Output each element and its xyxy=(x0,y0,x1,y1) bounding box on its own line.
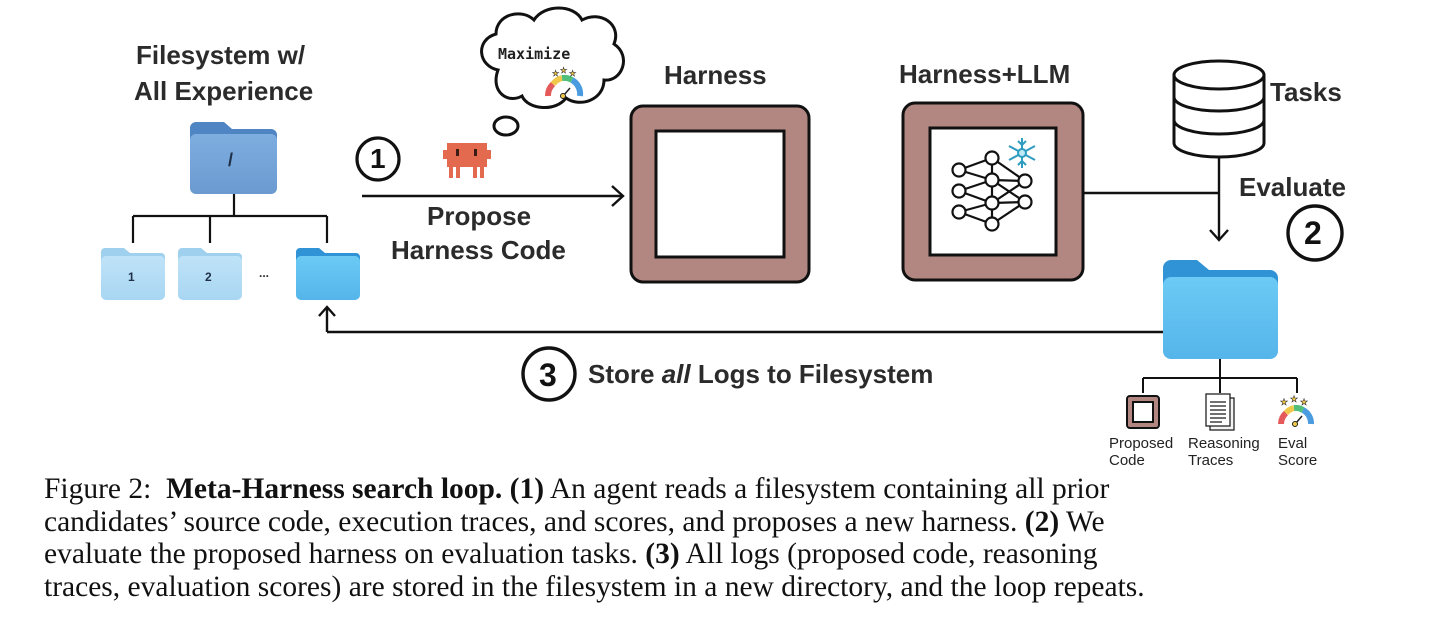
step-3-number: 3 xyxy=(539,357,557,393)
caption-step-3: (3) xyxy=(645,538,680,570)
step-1-circle xyxy=(355,136,401,182)
log-item-label-line1: Reasoning xyxy=(1188,435,1260,452)
root-folder-label: / xyxy=(228,150,234,170)
store-arrow xyxy=(318,305,1163,334)
caption-title: Meta-Harness search loop. xyxy=(166,473,503,505)
caption-step-1: (1) xyxy=(509,473,545,505)
proposed-code-icon xyxy=(1126,395,1160,429)
caption-line-4: traces, evaluation scores) are stored in… xyxy=(44,571,1145,604)
log-item-label-line1: Proposed xyxy=(1109,435,1174,452)
log-item-eval-score: Eval Score xyxy=(1278,435,1317,469)
step-1-number: 1 xyxy=(370,143,386,174)
store-label-post: Logs to Filesystem xyxy=(690,359,934,389)
filesystem-tree-lines xyxy=(131,194,329,243)
svg-text:★: ★ xyxy=(569,69,576,78)
harness-llm-box xyxy=(901,101,1085,282)
folder-1-label: 1 xyxy=(128,270,135,284)
step-2-number: 2 xyxy=(1304,215,1322,251)
log-item-label-line2: Score xyxy=(1278,452,1318,469)
propose-label-line2: Harness Code xyxy=(391,235,566,265)
harness-llm-title: Harness+LLM xyxy=(899,59,1071,89)
maximize-thought-text: Maximize xyxy=(498,45,571,63)
store-label-emphasis: all xyxy=(661,359,691,389)
caption-step-2: (2) xyxy=(1024,505,1060,538)
diagram-canvas: ★ ★ ★ xyxy=(101,6,1344,431)
folder-2-icon xyxy=(178,248,242,300)
agent-robot-icon xyxy=(443,143,491,178)
caption-line-1: Figure 2: Meta-Harness search loop. (1) … xyxy=(44,473,1145,506)
log-item-label-line2: Traces xyxy=(1188,452,1234,469)
maximize-gauge-icon: ★ ★ ★ xyxy=(545,66,584,99)
harness-box xyxy=(629,104,811,284)
evaluate-label: Evaluate xyxy=(1239,172,1346,202)
new-folder-icon xyxy=(296,248,360,300)
filesystem-title-line1: Filesystem w/ xyxy=(136,40,306,70)
svg-text:★: ★ xyxy=(1290,394,1298,404)
caption-text: traces, evaluation scores) are stored in… xyxy=(44,570,1145,603)
folder-2-label: 2 xyxy=(205,270,212,284)
caption-figure-label: Figure 2: xyxy=(44,473,152,505)
caption-text: evaluate the proposed harness on evaluat… xyxy=(44,538,646,570)
svg-text:★: ★ xyxy=(560,66,567,75)
evaluate-connector xyxy=(1083,157,1229,242)
tasks-label: Tasks xyxy=(1270,77,1342,107)
svg-text:★: ★ xyxy=(552,69,559,78)
log-item-proposed-code: Proposed Code xyxy=(1109,435,1173,469)
caption-text: An agent reads a filesystem containing a… xyxy=(544,473,1110,505)
log-items-tree-lines xyxy=(1142,359,1298,393)
log-item-reasoning-traces: Reasoning Traces xyxy=(1188,435,1260,469)
harness-title: Harness xyxy=(664,60,767,90)
thought-cloud xyxy=(480,6,625,137)
new-log-folder-icon xyxy=(1163,260,1278,359)
figure-caption: Figure 2: Meta-Harness search loop. (1) … xyxy=(44,473,1145,603)
svg-text:★: ★ xyxy=(1280,397,1288,407)
propose-label-line1: Propose xyxy=(427,201,532,231)
step-3-circle xyxy=(521,346,577,402)
caption-text: candidates’ source code, execution trace… xyxy=(44,505,1025,538)
tasks-database-icon xyxy=(1172,59,1266,159)
eval-score-icon: ★ ★ ★ xyxy=(1278,394,1314,427)
log-item-label-line1: Eval xyxy=(1278,435,1308,452)
caption-text: All logs (proposed code, reasoning xyxy=(679,538,1098,570)
root-folder-icon xyxy=(190,122,277,194)
snowflake-frozen-icon xyxy=(1008,138,1036,168)
caption-text: We xyxy=(1059,505,1105,538)
folder-ellipsis: ... xyxy=(259,266,270,280)
folder-1-icon xyxy=(101,248,165,300)
store-logs-label: Store all Logs to Filesystem xyxy=(588,359,933,390)
reasoning-traces-icon xyxy=(1205,393,1235,431)
svg-text:★: ★ xyxy=(1300,397,1308,407)
neural-network-icon xyxy=(951,150,1033,232)
filesystem-title-line2: All Experience xyxy=(134,76,314,106)
propose-arrow xyxy=(362,185,625,207)
log-item-label-line2: Code xyxy=(1109,452,1145,469)
step-2-circle xyxy=(1286,204,1344,262)
store-label-pre: Store xyxy=(588,359,662,389)
caption-line-2: candidates’ source code, execution trace… xyxy=(44,506,1145,539)
caption-line-3: evaluate the proposed harness on evaluat… xyxy=(44,538,1145,571)
